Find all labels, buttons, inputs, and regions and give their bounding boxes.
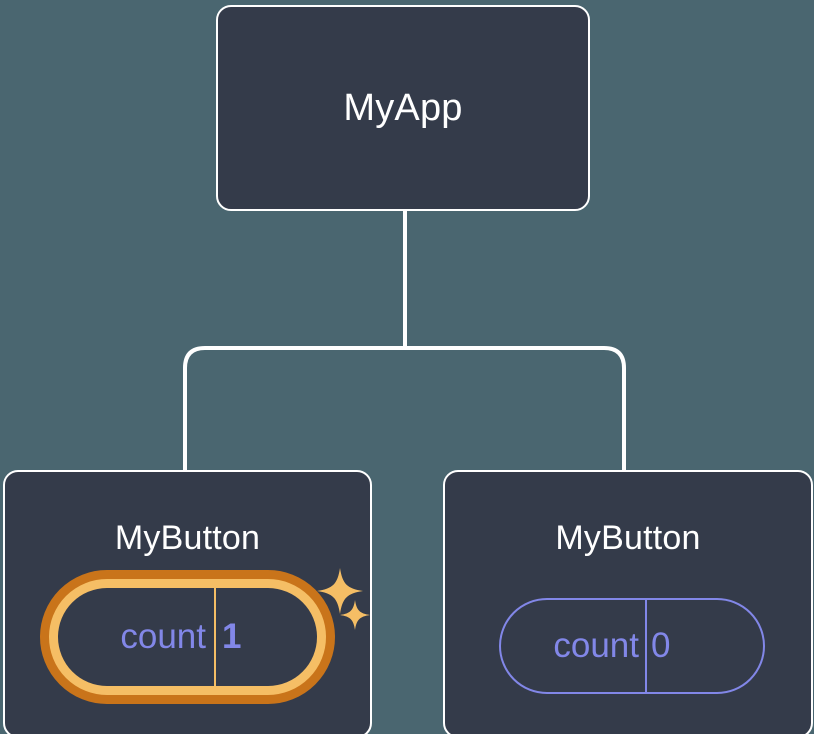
node-title-mybutton-right: MyButton (555, 519, 701, 557)
state-pill-count-right[interactable]: count 0 (499, 598, 765, 694)
node-mybutton-right[interactable]: MyButton count 0 (443, 470, 813, 734)
state-label-right: count (501, 600, 647, 692)
connector-bus-children (183, 346, 626, 470)
node-myapp[interactable]: MyApp (216, 5, 590, 211)
state-value-right: 0 (651, 626, 671, 665)
state-pill-count-left[interactable]: count 1 (40, 570, 335, 704)
node-title-mybutton-left: MyButton (114, 519, 261, 557)
state-pill-inner-left: count 1 (58, 588, 317, 686)
node-mybutton-left[interactable]: MyButton count 1 (3, 470, 372, 734)
state-value-left: 1 (222, 617, 242, 656)
state-label-left: count (58, 588, 216, 686)
sparkle-icon-small (340, 600, 370, 630)
node-title-myapp: MyApp (343, 87, 463, 129)
